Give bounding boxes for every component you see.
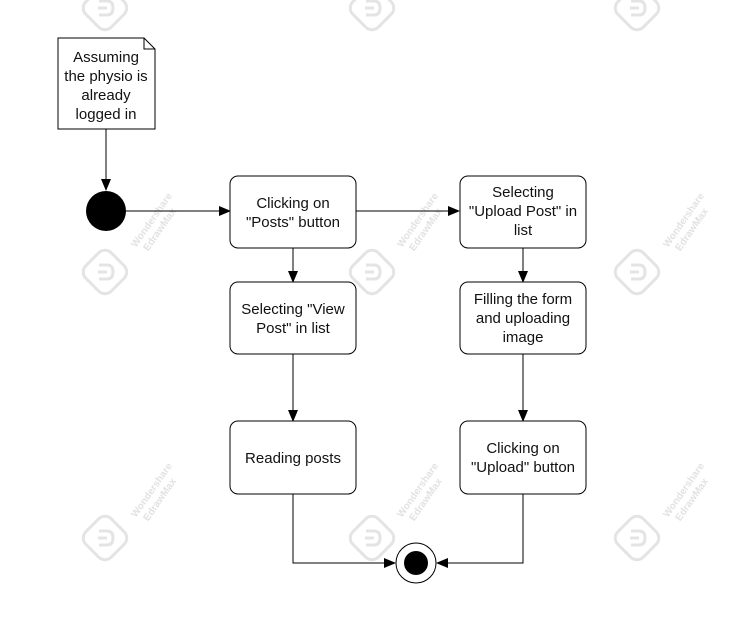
svg-text:Filling the form: Filling the form [474,291,572,308]
note-shape [57,37,156,130]
svg-text:"Posts" button: "Posts" button [246,214,340,231]
svg-text:image: image [503,329,544,346]
activity-selecting-view-post: Selecting "View Post" in list [229,281,357,355]
watermark-logo-icon [610,0,664,35]
watermark-logo-icon [345,0,399,35]
watermark-text: Wondershare EdrawMax [129,191,179,253]
svg-text:Reading posts: Reading posts [245,450,341,467]
svg-text:Clicking on: Clicking on [486,440,559,457]
note-fold [143,38,155,50]
watermark-text: Wondershare EdrawMax [395,191,445,253]
note: Assuming the physio is already logged in [57,37,156,130]
watermark-text: Wondershare EdrawMax [395,461,445,523]
svg-text:Clicking on: Clicking on [256,195,329,212]
note-text-line: logged in [76,106,137,123]
watermark-logo-icon [78,511,132,565]
initial-node [86,191,126,231]
watermark-logo-icon [610,511,664,565]
watermarks: Wondershare EdrawMax Wondershare EdrawMa… [78,0,711,565]
upload-to-end-arrow [436,494,524,568]
svg-text:and uploading: and uploading [476,310,570,327]
svg-text:list: list [514,222,533,239]
watermark-logo-icon [78,245,132,299]
note-text-line: already [81,87,131,104]
note-text-line: the physio is [64,68,147,85]
watermark-logo-icon [78,0,132,35]
svg-text:Selecting: Selecting [492,184,554,201]
svg-text:Selecting "View: Selecting "View [241,301,345,318]
watermark-text: Wondershare EdrawMax [129,461,179,523]
note-text-line: Assuming [73,49,139,66]
final-node-dot [404,551,428,575]
svg-text:"Upload" button: "Upload" button [471,459,575,476]
final-node [395,542,437,584]
svg-text:Post" in list: Post" in list [256,320,331,337]
activity-filling-form: Filling the form and uploading image [459,281,587,355]
activity-clicking-posts: Clicking on "Posts" button [229,175,357,249]
activity-reading-posts: Reading posts [229,420,357,495]
watermark-text: Wondershare EdrawMax [661,191,711,253]
reading-to-end-arrow [292,494,396,568]
activity-clicking-upload: Clicking on "Upload" button [459,420,587,495]
svg-text:"Upload Post" in: "Upload Post" in [469,203,577,220]
watermark-logo-icon [610,245,664,299]
watermark-logo-icon [345,511,399,565]
watermark-text: Wondershare EdrawMax [661,461,711,523]
activity-selecting-upload-post: Selecting "Upload Post" in list [459,175,587,249]
connectors [101,129,528,568]
